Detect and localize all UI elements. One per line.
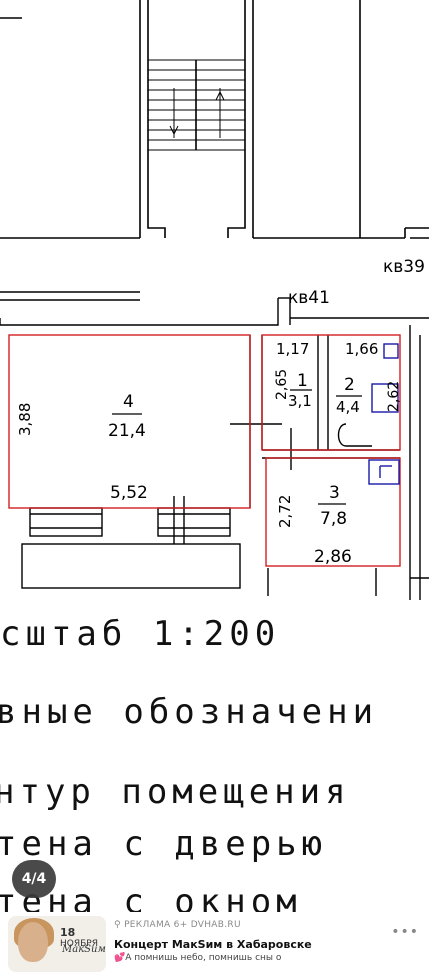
image-counter-badge: 4/4 <box>12 860 56 898</box>
scale-text: сштаб 1:200 <box>0 614 281 654</box>
neighbor-apartment-39-label: кв39 <box>383 257 425 277</box>
room-2-width-dimension: 1,66 <box>345 340 378 358</box>
floor-plan: кв39 кв41 4 21,4 1 3,1 2 4,4 3 7,8 3,88 … <box>0 0 429 600</box>
room-2-area: 4,4 <box>336 398 360 416</box>
sink-icon <box>383 343 399 359</box>
room-4-outline <box>8 334 251 509</box>
stove-icon <box>368 459 400 485</box>
staircase <box>148 59 245 151</box>
heart-icon: 💕 <box>114 953 126 963</box>
bath-fixtures <box>368 343 400 485</box>
neighbor-apartment-41-label: кв41 <box>288 288 330 308</box>
corridor-walls <box>0 297 429 600</box>
room-3-width-dimension: 2,86 <box>314 547 352 567</box>
legend: сштаб 1:200 вные обозначени нтур помещен… <box>0 600 429 912</box>
singer-photo-icon <box>18 922 48 962</box>
room-3-area: 7,8 <box>320 509 347 529</box>
interior-walls <box>230 335 400 508</box>
ad-more-options-icon[interactable]: ••• <box>391 924 419 940</box>
legend-wall-with-door: тена с дверью <box>0 824 328 864</box>
room-4-number: 4 <box>123 392 134 412</box>
ad-meta: ⚲ РЕКЛАМА 6+ DVHAB.RU <box>114 920 241 930</box>
room-4-area: 21,4 <box>108 421 146 441</box>
notation-heading: вные обозначени <box>0 692 379 732</box>
upper-walls <box>0 0 429 301</box>
bathtub-icon <box>371 383 399 413</box>
legend-room-contour: нтур помещения <box>0 772 351 812</box>
room-2-number: 2 <box>344 375 355 395</box>
room-outlines <box>8 334 401 567</box>
room-1-width-dimension: 1,17 <box>276 340 309 358</box>
room-2-height-dimension: 2,62 <box>386 381 402 412</box>
ad-description: 💕А помнишь небо, помнишь сны о <box>114 953 282 963</box>
ad-thumb-brand: МакSим <box>62 944 106 955</box>
ad-thumbnail[interactable]: 18 НОЯБРЯ МакSим <box>8 916 106 972</box>
ad-thumb-date: 18 НОЯБРЯ <box>60 926 98 949</box>
ad-link-icon: ⚲ <box>114 920 125 930</box>
ad-banner[interactable]: 18 НОЯБРЯ МакSим ⚲ РЕКЛАМА 6+ DVHAB.RU К… <box>0 912 429 972</box>
room-3-height-dimension: 2,72 <box>276 495 294 528</box>
room-4-width-dimension: 5,52 <box>110 483 148 503</box>
room-3-number: 3 <box>329 483 340 503</box>
room-1-height-dimension: 2,65 <box>274 369 290 400</box>
room-4-height-dimension: 3,88 <box>16 403 34 436</box>
room-3-outline <box>265 457 401 567</box>
room-1-2-outline <box>261 334 401 451</box>
room-1-area: 3,1 <box>288 392 312 410</box>
room-1-number: 1 <box>297 371 308 391</box>
ad-title[interactable]: Концерт МакSим в Хабаровске <box>114 938 312 951</box>
